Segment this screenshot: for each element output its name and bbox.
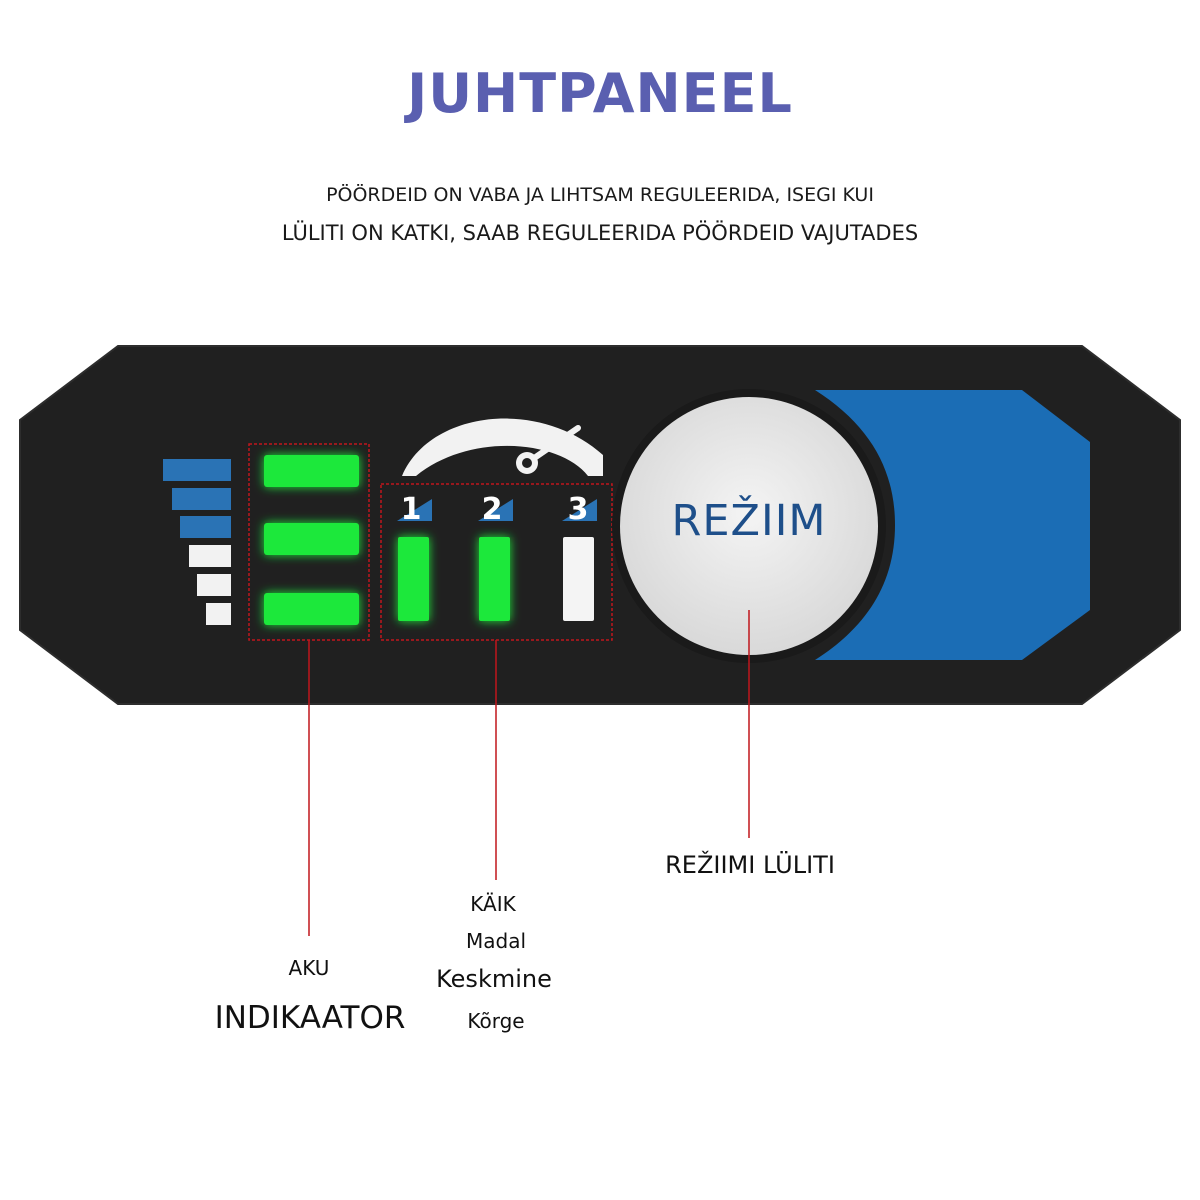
mode-switch-label: REŽIIMI LÜLITI (665, 851, 835, 879)
page-title: JUHTPANEEL (407, 62, 793, 125)
gear-label: KÄIK (470, 892, 516, 916)
subtitle-line-2: LÜLITI ON KATKI, SAAB REGULEERIDA PÖÖRDE… (281, 221, 919, 245)
gear-low-label: Madal (465, 929, 527, 953)
gear-number-1: 1 (401, 492, 422, 527)
gear-bar-1 (398, 537, 429, 621)
gear-high-label: Kõrge (467, 1009, 525, 1033)
battery-label-bottom: INDIKAATOR (214, 1000, 406, 1036)
callout-lines (308, 610, 750, 936)
gear-number-3: 3 (568, 492, 589, 527)
battery-label-top: AKU (288, 956, 330, 980)
gear-bar-3 (563, 537, 594, 621)
subtitle-line-1: PÖÖRDEID ON VABA JA LIHTSAM REGULEERIDA,… (326, 184, 874, 206)
gear-mid-label: Keskmine (436, 965, 552, 993)
battery-level-steps (163, 459, 231, 625)
blue-accent (815, 390, 1090, 660)
mode-button-label[interactable]: REŽIIM (671, 496, 827, 546)
battery-indicator-leds (264, 455, 359, 625)
gear-bars (398, 537, 594, 621)
mode-button (620, 397, 878, 655)
gear-number-tabs (397, 499, 597, 521)
speedometer-icon (402, 418, 603, 476)
gear-number-2: 2 (482, 492, 503, 527)
gear-bar-2 (479, 537, 510, 621)
